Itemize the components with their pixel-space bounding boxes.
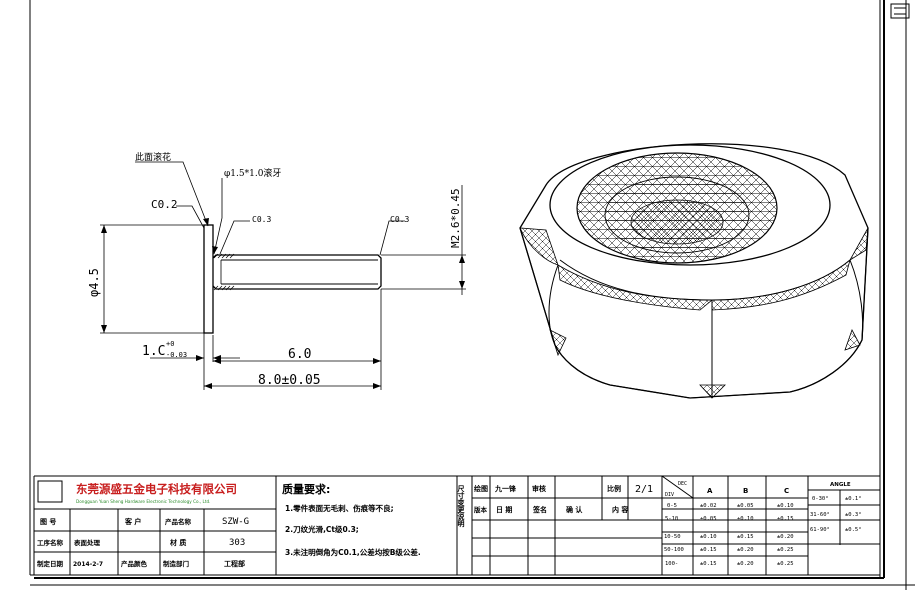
tb-r1-c5: SZW-G [222,517,249,527]
shaft-length-label: 6.0 [288,347,311,362]
angle-tol-3: ±0.5° [845,527,862,533]
tolerance-range-4: 50-100 [664,547,684,553]
tb-r2-c1: 工序名称 [37,538,64,547]
knurl-hatching [213,253,235,291]
tolerance-c-4: ±0.25 [777,547,794,553]
tolerance-a-4: ±0.15 [700,547,717,553]
angle-tol-2: ±0.3° [845,512,862,518]
title-block-grid [33,475,880,575]
title-block-rows: 图 号 客 户 产品名称 SZW-G 工序名称 表面处理 材 质 303 制定日… [37,517,249,568]
tb-r2-c5: 303 [229,538,245,548]
tb-r3-c5: 工程部 [224,559,245,568]
tolerance-a-2: ±0.05 [700,516,717,522]
tb-r1-c3: 客 户 [124,517,141,526]
record-header-content: 内 容 [612,505,628,514]
angle-header: ANGLE [830,482,851,488]
tb-r3-c1: 制定日期 [37,559,64,568]
requirement-1: 1.零件表面无毛刺、伤痕等不良; [285,503,394,513]
total-length-label: 8.0±0.05 [258,373,321,388]
chamfer-mid-label: C0.3 [252,215,271,224]
tb-r3-c2: 2014-2-7 [73,561,103,568]
tolerance-c-5: ±0.25 [777,561,794,567]
tolerance-b-3: ±0.15 [737,534,754,540]
requirement-3: 3.未注明倒角为C0.1,公差均按B级公差. [285,547,421,557]
thread-dimension-label: M2.6*0.45 [449,188,462,248]
tb-r1-c1: 图 号 [40,517,56,526]
angle-range-2: 31-60° [810,512,830,518]
dimension-lines [100,185,466,390]
quality-requirements: 质量要求: 1.零件表面无毛刺、伤痕等不良; 2.刀纹光滑,Ct级0.3; 3.… [282,482,421,557]
tb-r3-c4: 制造部门 [163,559,190,568]
part-outline [203,224,382,334]
tolerance-c-3: ±0.20 [777,534,794,540]
tolerance-b-4: ±0.20 [737,547,754,553]
diameter-dimension-label: φ4.5 [87,268,101,297]
approval-drawer-name: 九一锋 [494,484,517,493]
tolerance-table: DEC DIV A B C 0-5 ±0.02 ±0.05 ±0.10 5-10… [664,481,862,567]
tolerance-a-3: ±0.10 [700,534,717,540]
approval-label-draw: 绘图 [474,484,488,493]
tolerance-range-3: 10-50 [664,534,681,540]
tolerance-corner-top: DEC [678,481,687,487]
tolerance-b-5: ±0.20 [737,561,754,567]
tolerance-a-1: ±0.02 [700,503,717,509]
chamfer-left-label: C0.2 [151,198,178,211]
angle-range-1: 0-30° [812,496,829,502]
tolerance-b-2: ±0.10 [737,516,754,522]
flange-dimension-label: 1.C [142,344,165,359]
tolerance-range-5: 100- [665,561,678,567]
knurl-face-callout: 此面滚花 [135,151,171,163]
tb-r2-c2: 表面处理 [73,538,101,547]
dimension-arrows [101,225,465,389]
tolerance-header-b: B [743,487,748,495]
flange-tolerance-upper: +0 [166,340,174,348]
flange-tolerance-lower: -0.03 [166,351,187,359]
tolerance-a-5: ±0.15 [700,561,717,567]
tolerance-c-1: ±0.10 [777,503,794,509]
record-header-sign: 签名 [532,505,547,514]
tolerance-b-1: ±0.05 [737,503,754,509]
approval-block: 绘图 九一锋 审核 比例 2/1 版本 日 期 签名 确 认 内 容 [473,484,653,514]
angle-range-3: 61-90° [810,527,830,533]
tolerance-header-a: A [707,487,713,495]
sheet-frame [29,0,915,590]
tolerance-header-c: C [784,487,789,495]
tb-r3-c3: 产品颜色 [121,559,148,568]
approval-label-review: 审核 [532,484,546,493]
chamfer-right-label: C0.3 [390,215,409,224]
angle-tol-1: ±0.1° [845,496,862,502]
requirement-2: 2.刀纹光滑,Ct级0.3; [285,524,359,534]
hex-nut-3d-view [519,143,869,399]
change-record-side-label: 尺寸变更说明 [457,485,466,528]
callout-leader-arrows [203,218,218,254]
tolerance-range-2: 5-10 [665,516,678,522]
company-name-en: Dongguan Yuan Sheng Hardware Electronic … [76,499,210,504]
company-name-cn: 东莞源盛五金电子科技有限公司 [76,482,237,496]
callout-leaders [135,161,405,256]
company-logo-box [37,480,63,503]
requirements-title: 质量要求: [282,482,330,496]
record-header-confirm: 确 认 [566,505,583,514]
record-header-date: 日 期 [496,505,512,514]
approval-scale-value: 2/1 [635,484,653,495]
thread-roll-callout: φ1.5*1.0滚牙 [224,167,281,179]
record-header-version: 版本 [473,505,488,514]
approval-label-scale: 比例 [607,484,621,493]
tolerance-corner-bottom: DIV [665,492,674,498]
tolerance-c-2: ±0.15 [777,516,794,522]
tb-r1-c4: 产品名称 [165,517,192,526]
tolerance-range-1: 0-5 [667,503,677,509]
tb-r2-c4: 材 质 [169,538,186,547]
